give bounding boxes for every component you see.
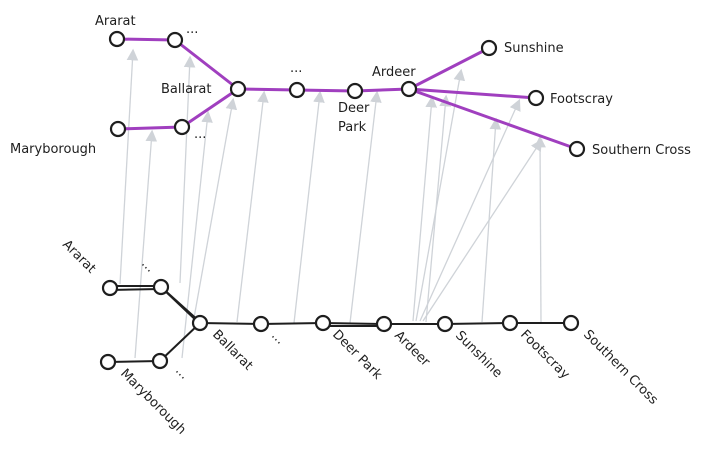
label-maryborough-branch-ellipsis: ...: [194, 127, 206, 142]
label-sunshine: Sunshine: [504, 41, 564, 56]
route-segment: [109, 288, 161, 291]
route-segment: [159, 322, 201, 362]
label-footscray: Footscray: [517, 327, 572, 382]
station-ararat-branch-ellipsis[interactable]: [152, 278, 170, 296]
label-sunshine: Sunshine: [452, 328, 505, 381]
route-segment: [407, 46, 491, 91]
label-southern-cross: Southern Cross: [592, 143, 691, 158]
mapping-arrow: [181, 110, 213, 359]
top-route-stations: [108, 30, 586, 158]
station-mid-ellipsis[interactable]: [252, 315, 270, 333]
route-segment: [295, 88, 357, 93]
label-ararat-branch-ellipsis: ...: [186, 22, 198, 37]
station-maryborough-branch-ellipsis[interactable]: [151, 352, 169, 370]
bottom-route-lines: [107, 285, 572, 363]
mapping-arrow: [481, 117, 502, 323]
station-footscray[interactable]: [501, 314, 519, 332]
mapping-arrow: [179, 55, 196, 284]
station-southern-cross[interactable]: [568, 140, 586, 158]
route-segment: [107, 360, 161, 363]
route-segment: [115, 37, 177, 42]
label-deer-park: Deer Park: [329, 327, 385, 383]
station-deer-park[interactable]: [346, 82, 364, 100]
mapping-arrow: [534, 135, 546, 323]
mapping-arrow: [119, 48, 139, 285]
mapping-arrow: [236, 90, 269, 323]
route-segment: [444, 322, 511, 325]
route-segment: [199, 322, 262, 325]
mapping-arrows: [119, 48, 546, 359]
label-mid-ellipsis: ...: [268, 328, 287, 347]
bottom-route-labels: Ararat ... Maryborough ... Ballarat ... …: [59, 237, 661, 438]
mapping-arrow: [422, 139, 543, 322]
label-deer-park-line1: Deer: [338, 101, 370, 116]
station-ballarat[interactable]: [191, 314, 209, 332]
label-ballarat: Ballarat: [161, 82, 211, 97]
top-route-lines: [115, 37, 579, 151]
station-ararat[interactable]: [108, 30, 126, 48]
route-segment: [116, 125, 184, 131]
top-route-diagram: Ararat ... Ballarat ... Deer Park Ardeer…: [10, 14, 691, 158]
mapping-arrow: [415, 68, 466, 322]
station-sunshine[interactable]: [480, 39, 498, 57]
station-maryborough[interactable]: [99, 353, 117, 371]
mapping-arrow: [134, 129, 158, 359]
route-segment: [322, 322, 385, 325]
route-segment: [407, 87, 538, 100]
station-ardeer[interactable]: [400, 80, 418, 98]
label-ararat: Ararat: [95, 14, 136, 29]
mapping-arrow: [293, 90, 325, 324]
label-deer-park-line2: Park: [338, 120, 367, 135]
station-deer-park[interactable]: [314, 314, 332, 332]
label-maryborough-branch-ellipsis: ...: [172, 363, 191, 382]
mapping-arrow: [425, 94, 451, 323]
station-footscray[interactable]: [527, 89, 545, 107]
bottom-route-diagram: Ararat ... Maryborough ... Ballarat ... …: [59, 237, 661, 438]
station-southern-cross[interactable]: [562, 314, 580, 332]
station-sunshine[interactable]: [436, 315, 454, 333]
top-route-labels: Ararat ... Ballarat ... Deer Park Ardeer…: [10, 14, 691, 158]
mapping-arrow: [193, 97, 238, 319]
route-segment: [173, 38, 240, 91]
station-ballarat[interactable]: [229, 80, 247, 98]
station-ararat[interactable]: [101, 279, 119, 297]
route-segment: [236, 87, 299, 92]
label-footscray: Footscray: [550, 92, 613, 107]
label-southern-cross: Southern Cross: [580, 327, 661, 408]
route-segment: [260, 322, 324, 325]
label-ardeer: Ardeer: [372, 65, 416, 80]
label-maryborough: Maryborough: [10, 142, 96, 157]
mapping-arrow: [412, 95, 438, 322]
station-ararat-branch-ellipsis[interactable]: [166, 31, 184, 49]
label-ararat: Ararat: [59, 237, 98, 276]
route-segment: [180, 87, 240, 129]
station-ardeer[interactable]: [375, 315, 393, 333]
station-maryborough-branch-ellipsis[interactable]: [173, 118, 191, 136]
label-mid-ellipsis: ...: [290, 61, 302, 76]
label-ardeer: Ardeer: [391, 328, 433, 370]
mapping-arrow: [349, 90, 382, 324]
mapping-arrow: [419, 98, 521, 322]
station-maryborough[interactable]: [109, 120, 127, 138]
label-ballarat: Ballarat: [209, 327, 255, 373]
bottom-route-stations: [99, 278, 580, 371]
route-segment: [353, 87, 411, 93]
station-mid-ellipsis[interactable]: [288, 81, 306, 99]
route-segment: [407, 87, 579, 151]
